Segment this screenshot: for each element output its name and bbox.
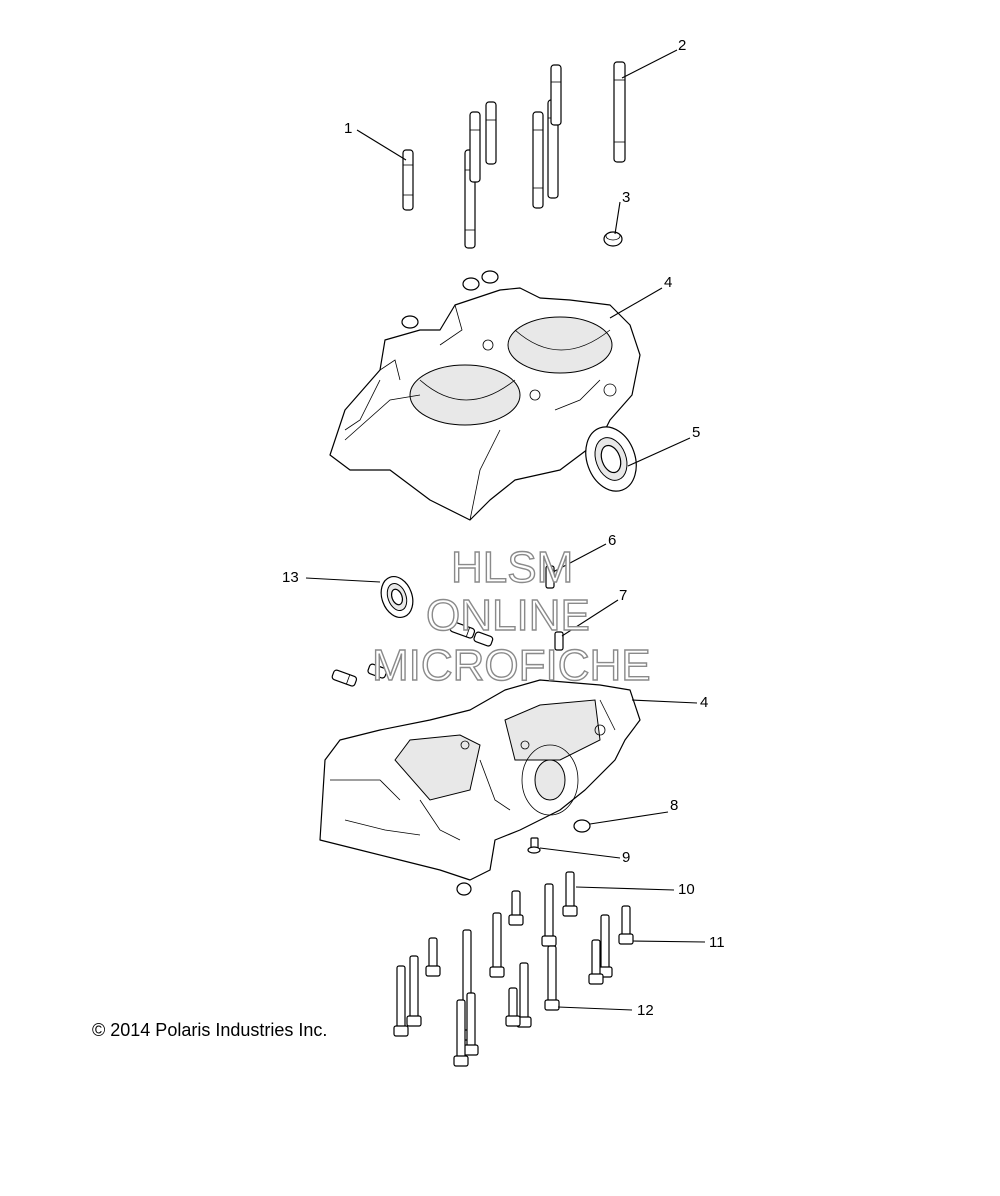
leader-lines — [305, 49, 706, 1011]
pin-part-7[interactable] — [554, 631, 564, 651]
stud-d[interactable] — [532, 111, 544, 209]
fittings — [331, 621, 494, 687]
bolt-c[interactable] — [489, 912, 505, 978]
callout-11: 11 — [709, 934, 725, 951]
callout-4-upper: 4 — [664, 274, 672, 291]
stud-c[interactable] — [485, 101, 497, 165]
callout-1: 1 — [344, 120, 352, 137]
bolt-g[interactable] — [505, 987, 521, 1027]
upper-crankcase[interactable] — [329, 287, 641, 521]
callout-13: 13 — [282, 569, 299, 586]
bolt-i[interactable] — [463, 992, 479, 1056]
callout-4-lower: 4 — [700, 694, 708, 711]
watermark-line-3: MICROFICHE — [372, 641, 651, 690]
callout-3: 3 — [622, 189, 630, 206]
dowel-part-3[interactable] — [603, 231, 623, 247]
bolt-a[interactable] — [541, 883, 557, 947]
callout-6: 6 — [608, 532, 616, 549]
callout-2: 2 — [678, 37, 686, 54]
bolt-part-12[interactable] — [544, 945, 560, 1011]
stud-part-2[interactable] — [613, 61, 626, 163]
watermark-line-1: HLSM — [451, 543, 573, 592]
dowel-part-8[interactable] — [573, 819, 591, 833]
bolt-part-10[interactable] — [562, 871, 578, 917]
lower-crankcase[interactable] — [319, 679, 641, 881]
bolt-j[interactable] — [453, 999, 469, 1067]
bolt-l[interactable] — [406, 955, 422, 1027]
copyright-notice: © 2014 Polaris Industries Inc. — [92, 1020, 328, 1040]
dowel-lower — [456, 882, 472, 896]
stud-b[interactable] — [469, 111, 481, 183]
upper-dowels — [401, 270, 499, 329]
seal-part-13[interactable] — [376, 572, 419, 622]
pin-part-6[interactable] — [545, 565, 555, 589]
callout-9: 9 — [622, 849, 630, 866]
bolt-d[interactable] — [597, 914, 613, 978]
watermark: HLSM ONLINE MICROFICHE — [371, 542, 651, 690]
bolt-group — [393, 871, 634, 1067]
callout-labels: 1 2 3 4 5 6 7 13 4 8 9 10 11 12 — [282, 37, 725, 1019]
bolt-e[interactable] — [588, 939, 604, 985]
stud-group — [402, 61, 626, 249]
watermark-line-2: ONLINE — [426, 591, 590, 640]
callout-5: 5 — [692, 424, 700, 441]
callout-12: 12 — [637, 1002, 654, 1019]
stud-f[interactable] — [550, 64, 562, 126]
callout-10: 10 — [678, 881, 695, 898]
stud-part-1[interactable] — [402, 149, 414, 211]
bolt-m[interactable] — [393, 965, 409, 1037]
bolt-b[interactable] — [508, 890, 524, 926]
seal-part-5[interactable] — [577, 420, 645, 498]
callout-7: 7 — [619, 587, 627, 604]
callout-8: 8 — [670, 797, 678, 814]
screw-part-9[interactable] — [527, 837, 541, 854]
bolt-part-11[interactable] — [618, 905, 634, 945]
bolt-k[interactable] — [425, 937, 441, 977]
